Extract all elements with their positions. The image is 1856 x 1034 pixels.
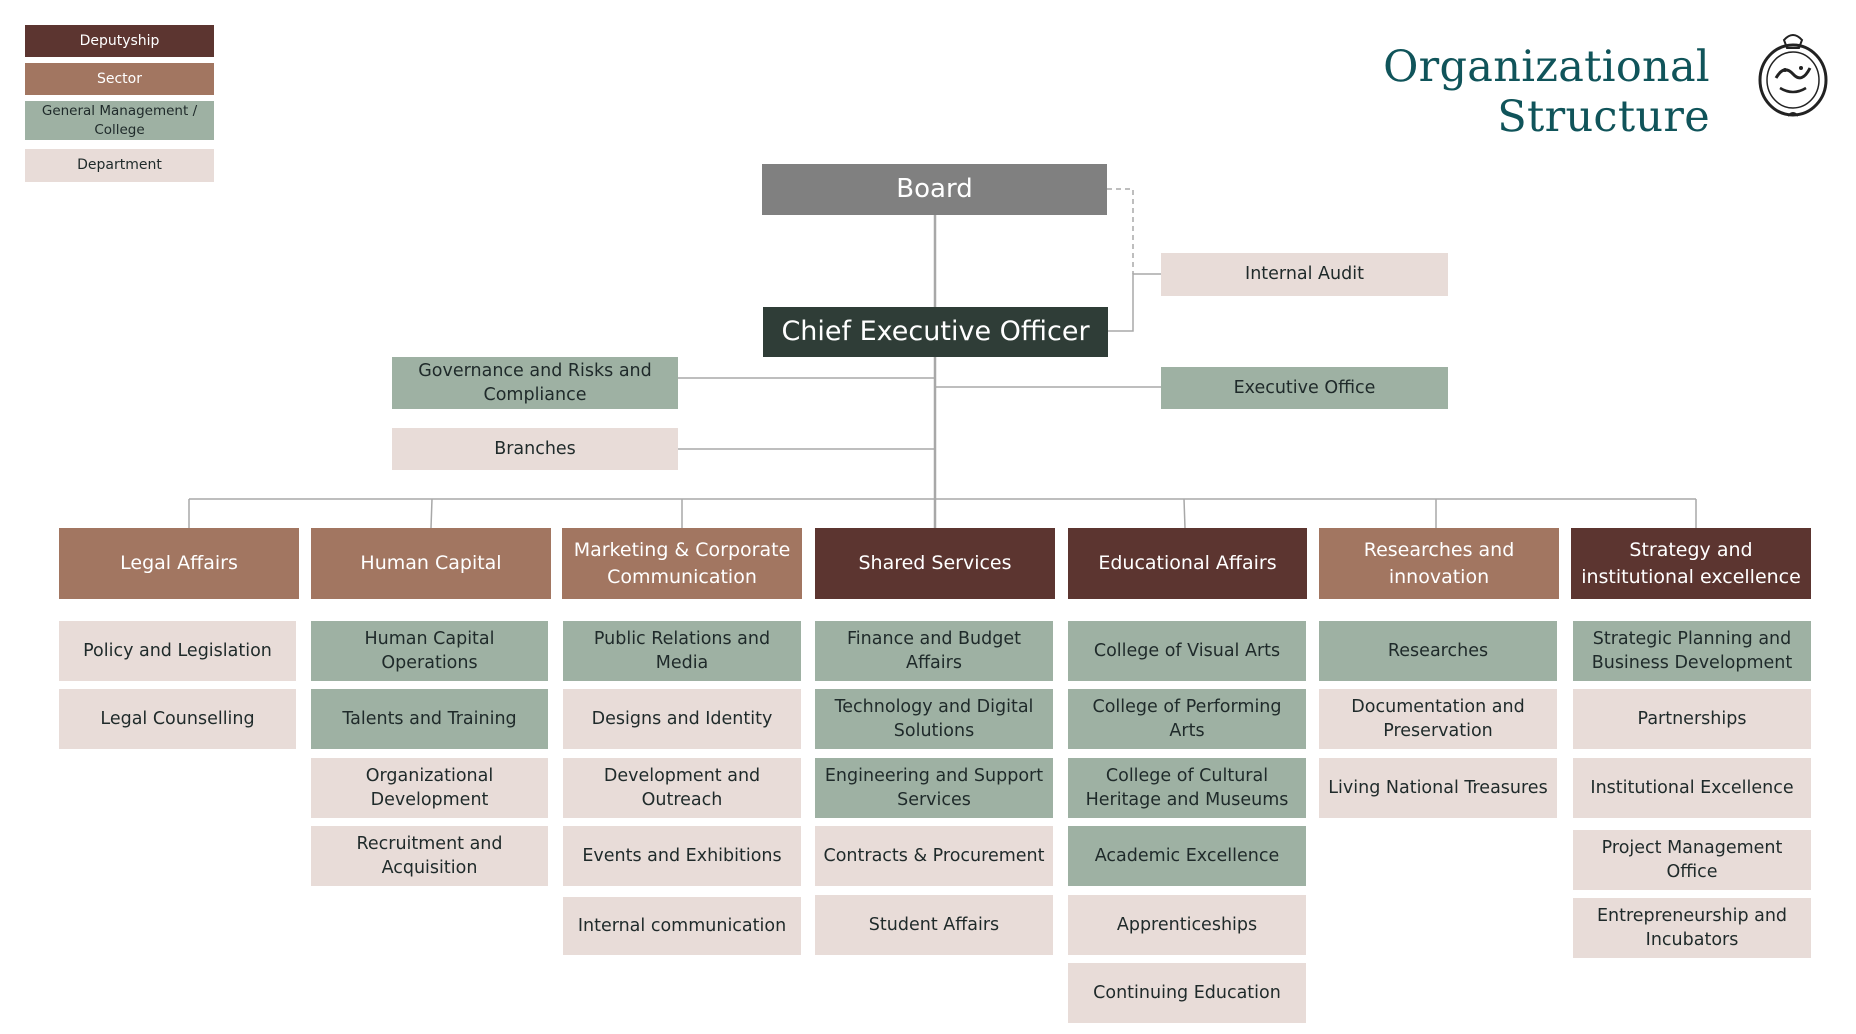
column-head-legal-affairs: Legal Affairs bbox=[59, 528, 299, 599]
column-head-shared-services: Shared Services bbox=[815, 528, 1055, 599]
unit-human-capital-operations: Human Capital Operations bbox=[311, 621, 548, 681]
legend-deputyship: Deputyship bbox=[25, 25, 214, 57]
unit-apprenticeships: Apprenticeships bbox=[1068, 895, 1306, 955]
unit-living-national-treasures: Living National Treasures bbox=[1319, 758, 1557, 818]
unit-continuing-education: Continuing Education bbox=[1068, 963, 1306, 1023]
unit-contracts-and-procurement: Contracts & Procurement bbox=[815, 826, 1053, 886]
unit-internal-communication: Internal communication bbox=[563, 897, 801, 955]
unit-engineering-and-support-services: Engineering and Support Services bbox=[815, 758, 1053, 818]
page-title: Organizational Structure bbox=[1383, 42, 1710, 142]
unit-talents-and-training: Talents and Training bbox=[311, 689, 548, 749]
legend-department: Department bbox=[25, 149, 214, 182]
unit-designs-and-identity: Designs and Identity bbox=[563, 689, 801, 749]
unit-organizational-development: Organizational Development bbox=[311, 758, 548, 818]
unit-events-and-exhibitions: Events and Exhibitions bbox=[563, 826, 801, 886]
unit-executive-office: Executive Office bbox=[1161, 367, 1448, 409]
unit-governance-risks-compliance: Governance and Risks and Compliance bbox=[392, 357, 678, 409]
unit-public-relations-and-media: Public Relations and Media bbox=[563, 621, 801, 681]
ceo-box: Chief Executive Officer bbox=[763, 307, 1108, 357]
unit-partnerships: Partnerships bbox=[1573, 689, 1811, 749]
unit-college-of-cultural-heritage: College of Cultural Heritage and Museums bbox=[1068, 758, 1306, 818]
unit-finance-and-budget-affairs: Finance and Budget Affairs bbox=[815, 621, 1053, 681]
unit-branches: Branches bbox=[392, 428, 678, 470]
unit-internal-audit: Internal Audit bbox=[1161, 253, 1448, 296]
unit-entrepreneurship-and-incubators: Entrepreneurship and Incubators bbox=[1573, 898, 1811, 958]
unit-legal-counselling: Legal Counselling bbox=[59, 689, 296, 749]
unit-policy-and-legislation: Policy and Legislation bbox=[59, 621, 296, 681]
unit-development-and-outreach: Development and Outreach bbox=[563, 758, 801, 818]
unit-researches: Researches bbox=[1319, 621, 1557, 681]
legend-general-management: General Management / College bbox=[25, 101, 214, 140]
column-head-human-capital: Human Capital bbox=[311, 528, 551, 599]
emblem-logo bbox=[1758, 34, 1828, 117]
column-head-educational-affairs: Educational Affairs bbox=[1068, 528, 1307, 599]
unit-documentation-and-preservation: Documentation and Preservation bbox=[1319, 689, 1557, 749]
legend-sector: Sector bbox=[25, 63, 214, 95]
unit-college-of-performing-arts: College of Performing Arts bbox=[1068, 689, 1306, 749]
column-head-marketing-communication: Marketing & Corporate Communication bbox=[562, 528, 802, 599]
unit-student-affairs: Student Affairs bbox=[815, 895, 1053, 955]
unit-recruitment-and-acquisition: Recruitment and Acquisition bbox=[311, 826, 548, 886]
unit-college-of-visual-arts: College of Visual Arts bbox=[1068, 621, 1306, 681]
board-box: Board bbox=[762, 164, 1107, 215]
unit-strategic-planning: Strategic Planning and Business Developm… bbox=[1573, 621, 1811, 681]
unit-project-management-office: Project Management Office bbox=[1573, 830, 1811, 890]
column-head-researches-innovation: Researches and innovation bbox=[1319, 528, 1559, 599]
unit-institutional-excellence: Institutional Excellence bbox=[1573, 758, 1811, 818]
unit-academic-excellence: Academic Excellence bbox=[1068, 826, 1306, 886]
unit-technology-and-digital-solutions: Technology and Digital Solutions bbox=[815, 689, 1053, 749]
column-head-strategy-excellence: Strategy and institutional excellence bbox=[1571, 528, 1811, 599]
